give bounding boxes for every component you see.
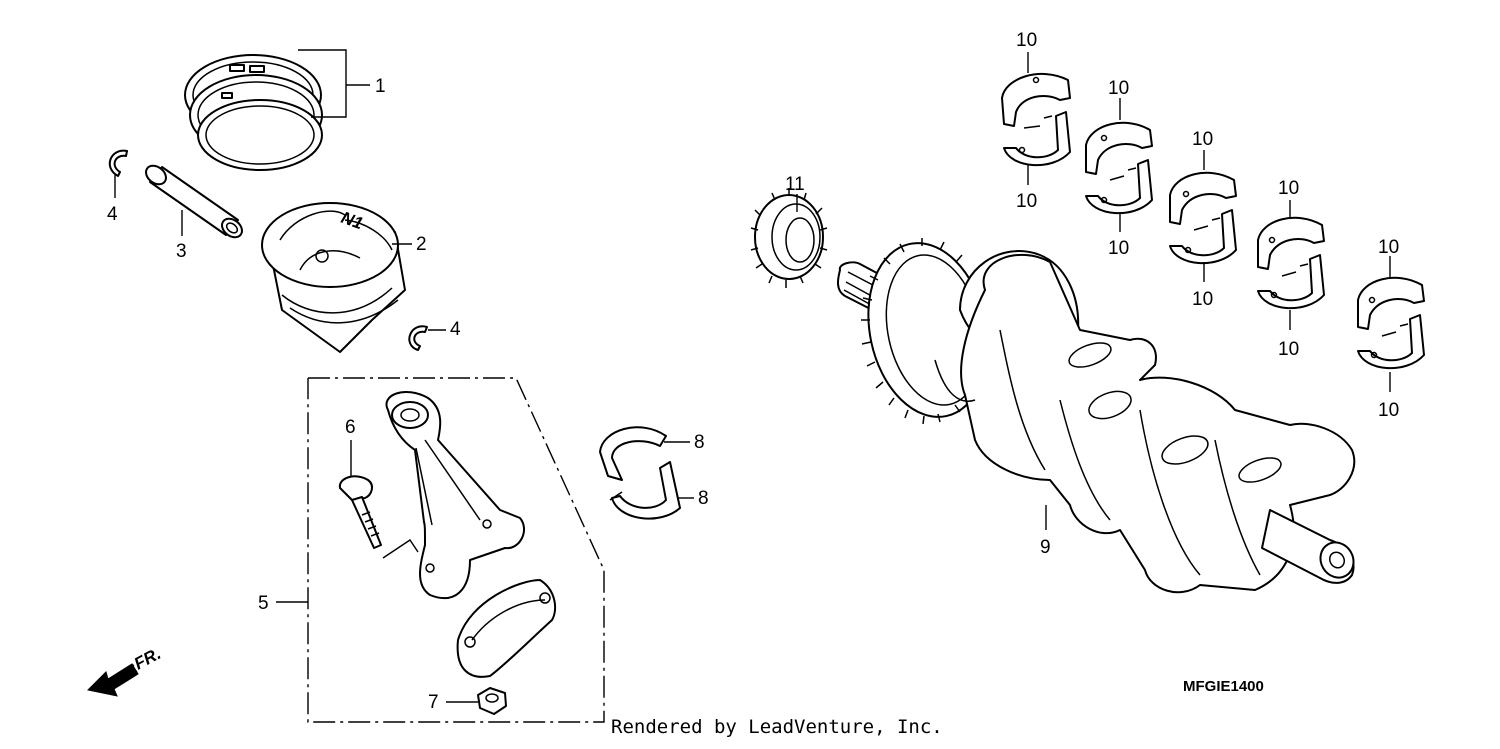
rod-bearing-upper[interactable] xyxy=(599,426,667,481)
callout-piston-pin[interactable]: 3 xyxy=(176,241,187,262)
main-bearing-2-upper[interactable] xyxy=(1085,121,1153,175)
main-bearing-3-lower[interactable] xyxy=(1169,209,1237,264)
piston-rings[interactable] xyxy=(184,54,323,171)
callout-main-bearing-5-top[interactable]: 10 xyxy=(1378,237,1399,258)
callout-main-bearing-1-bottom[interactable]: 10 xyxy=(1016,191,1037,212)
main-bearing-4-upper[interactable] xyxy=(1257,216,1325,270)
render-credit: Rendered by LeadVenture, Inc. xyxy=(611,716,943,738)
callout-connecting-rod[interactable]: 5 xyxy=(258,593,269,614)
rod-nut[interactable] xyxy=(477,687,507,715)
callout-rod-bolt[interactable]: 6 xyxy=(345,417,356,438)
callout-rod-bearing-upper[interactable]: 8 xyxy=(694,432,705,453)
main-bearing-5-upper[interactable] xyxy=(1357,276,1425,330)
rod-bearing-lower[interactable] xyxy=(609,461,681,520)
callout-main-bearing-3-top[interactable]: 10 xyxy=(1192,129,1213,150)
callout-main-bearing-4-top[interactable]: 10 xyxy=(1278,178,1299,199)
front-direction-arrow-icon xyxy=(86,663,139,697)
callout-main-bearing-5-bottom[interactable]: 10 xyxy=(1378,400,1399,421)
connecting-rod[interactable] xyxy=(385,391,525,600)
callout-main-bearing-3-bottom[interactable]: 10 xyxy=(1192,289,1213,310)
rod-cap[interactable] xyxy=(456,579,557,678)
callout-piston-rings[interactable]: 1 xyxy=(375,76,386,97)
rod-bolt[interactable] xyxy=(338,475,382,549)
main-bearing-5-lower[interactable] xyxy=(1357,314,1425,369)
piston-pin[interactable] xyxy=(142,162,245,241)
callout-main-bearing-2-bottom[interactable]: 10 xyxy=(1108,238,1129,259)
callout-timing-gear[interactable]: 11 xyxy=(785,174,805,195)
callout-piston[interactable]: 2 xyxy=(416,234,427,255)
diagram-code: MFGIE1400 xyxy=(1183,678,1264,695)
main-bearing-1-lower[interactable] xyxy=(1003,111,1071,166)
main-bearing-2-lower[interactable] xyxy=(1085,159,1153,214)
callout-pin-clip-left[interactable]: 4 xyxy=(107,204,118,225)
callout-main-bearing-4-bottom[interactable]: 10 xyxy=(1278,339,1299,360)
pin-clip-left[interactable] xyxy=(108,149,128,177)
front-direction-label: FR. xyxy=(131,644,164,674)
main-bearing-4-lower[interactable] xyxy=(1257,254,1325,309)
pin-clip-right[interactable] xyxy=(408,325,428,351)
main-bearing-3-upper[interactable] xyxy=(1169,171,1237,225)
main-bearing-1-upper[interactable] xyxy=(1001,72,1071,127)
callout-rod-bearing-lower[interactable]: 8 xyxy=(698,488,709,509)
callout-main-bearing-1-top[interactable]: 10 xyxy=(1016,30,1037,51)
timing-gear[interactable] xyxy=(750,188,828,288)
callout-main-bearing-2-top[interactable]: 10 xyxy=(1108,78,1129,99)
callout-crankshaft[interactable]: 9 xyxy=(1040,537,1051,558)
crankshaft[interactable] xyxy=(837,232,1360,594)
callout-rod-nut[interactable]: 7 xyxy=(428,692,439,713)
callout-pin-clip-right[interactable]: 4 xyxy=(450,319,461,340)
connecting-rod-assembly-box xyxy=(307,377,605,723)
piston[interactable]: N1 xyxy=(261,202,406,353)
